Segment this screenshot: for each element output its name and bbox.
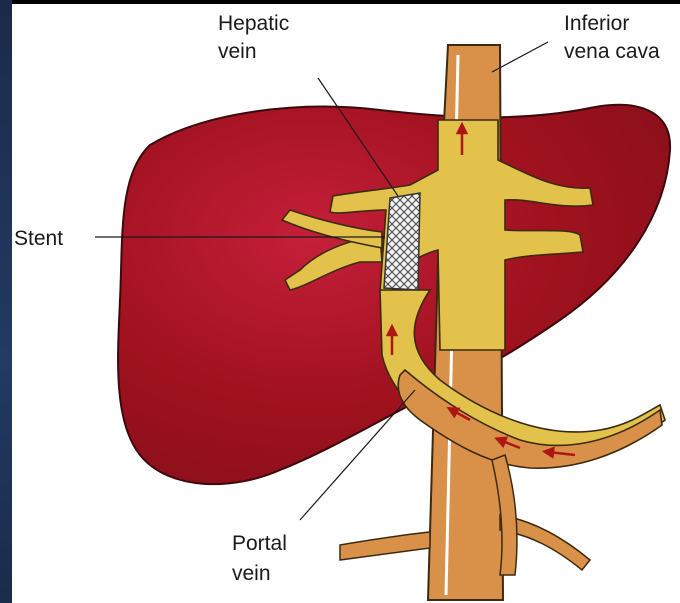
label-portal-vein-line2: vein [232,562,271,585]
label-stent: Stent [14,227,63,250]
stent-mesh-icon [384,193,420,290]
mesenteric-branch-left [340,532,430,560]
label-hepatic-vein-line2: vein [218,40,257,63]
label-hepatic-vein-line1: Hepatic [218,12,289,35]
label-inferior-vena-cava-line2: vena cava [564,40,660,63]
label-inferior-vena-cava-line1: Inferior [564,12,629,35]
label-portal-vein-line1: Portal [232,532,287,555]
